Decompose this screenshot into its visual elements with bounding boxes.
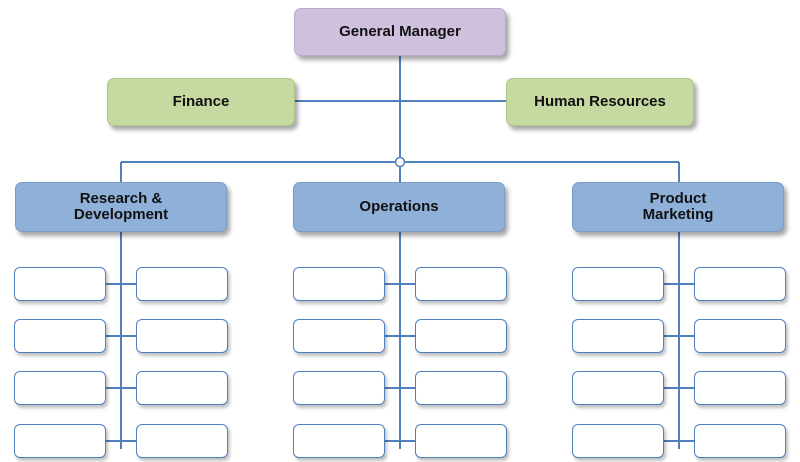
- empty-position-box[interactable]: [14, 371, 106, 405]
- empty-position-box[interactable]: [293, 319, 385, 353]
- empty-position-box[interactable]: [136, 371, 228, 405]
- operations-box[interactable]: Operations: [293, 182, 505, 232]
- empty-position-box[interactable]: [136, 319, 228, 353]
- human-resources-box[interactable]: Human Resources: [506, 78, 694, 126]
- finance-box[interactable]: Finance: [107, 78, 295, 126]
- empty-position-box[interactable]: [415, 267, 507, 301]
- empty-position-box[interactable]: [293, 267, 385, 301]
- empty-position-box[interactable]: [694, 319, 786, 353]
- empty-position-box[interactable]: [293, 424, 385, 458]
- empty-position-box[interactable]: [572, 267, 664, 301]
- empty-position-box[interactable]: [14, 424, 106, 458]
- empty-position-box[interactable]: [572, 424, 664, 458]
- empty-position-box[interactable]: [136, 424, 228, 458]
- empty-position-box[interactable]: [572, 371, 664, 405]
- empty-position-box[interactable]: [14, 319, 106, 353]
- empty-position-box[interactable]: [694, 371, 786, 405]
- empty-position-box[interactable]: [293, 371, 385, 405]
- empty-position-box[interactable]: [694, 424, 786, 458]
- empty-position-box[interactable]: [694, 267, 786, 301]
- research-development-box[interactable]: Research & Development: [15, 182, 227, 232]
- product-marketing-box[interactable]: Product Marketing: [572, 182, 784, 232]
- junction-node: [394, 156, 406, 168]
- empty-position-box[interactable]: [415, 319, 507, 353]
- empty-position-box[interactable]: [415, 371, 507, 405]
- general-manager-box[interactable]: General Manager: [294, 8, 506, 56]
- empty-position-box[interactable]: [572, 319, 664, 353]
- empty-position-box[interactable]: [14, 267, 106, 301]
- empty-position-box[interactable]: [136, 267, 228, 301]
- empty-position-box[interactable]: [415, 424, 507, 458]
